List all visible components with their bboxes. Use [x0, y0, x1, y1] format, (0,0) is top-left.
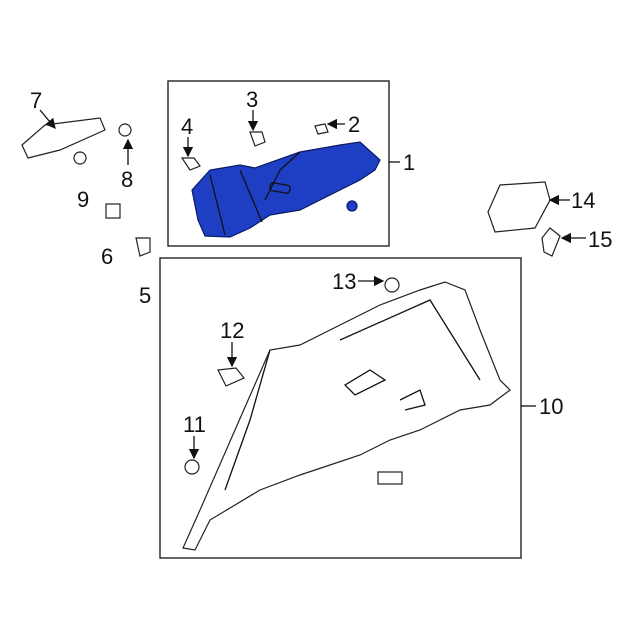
callout-5: 5 — [139, 283, 151, 308]
clip-4[interactable] — [180, 157, 201, 171]
clip-2[interactable] — [314, 123, 329, 135]
leader-arrows — [39, 109, 586, 460]
lower-trim-panel[interactable] — [182, 281, 511, 551]
screw-5[interactable] — [135, 237, 151, 257]
group-box-lower-trim — [159, 257, 522, 559]
retainer-13[interactable] — [384, 277, 400, 293]
callout-2: 2 — [348, 112, 360, 137]
clip-12[interactable] — [217, 367, 245, 387]
clip-3[interactable] — [249, 131, 266, 147]
callout-4: 4 — [181, 114, 193, 139]
callout-15: 15 — [588, 227, 612, 252]
nut-9[interactable] — [73, 151, 87, 165]
panel-slot — [269, 182, 291, 194]
callout-11: 11 — [183, 412, 206, 437]
clip-6[interactable] — [105, 203, 121, 219]
callout-6: 6 — [101, 244, 113, 269]
clip-block[interactable] — [377, 471, 403, 485]
callout-7: 7 — [30, 88, 42, 113]
bolt-11[interactable] — [184, 459, 200, 475]
callout-8: 8 — [121, 167, 133, 192]
handle-14[interactable] — [487, 181, 551, 233]
callout-9: 9 — [77, 187, 89, 212]
callout-12: 12 — [220, 318, 244, 343]
callout-10: 10 — [539, 394, 563, 419]
bolt-8[interactable] — [118, 123, 132, 137]
panel-detail — [224, 299, 481, 491]
upper-trim-panel-highlighted[interactable] — [191, 141, 381, 238]
callout-1: 1 — [403, 150, 415, 175]
callout-3: 3 — [246, 87, 258, 112]
callout-14: 14 — [571, 188, 595, 213]
cap-15[interactable] — [541, 227, 561, 257]
group-box-upper-trim — [167, 80, 390, 247]
bracket-7[interactable] — [21, 117, 106, 159]
callout-13: 13 — [332, 269, 356, 294]
push-pin-clip[interactable] — [346, 200, 358, 212]
